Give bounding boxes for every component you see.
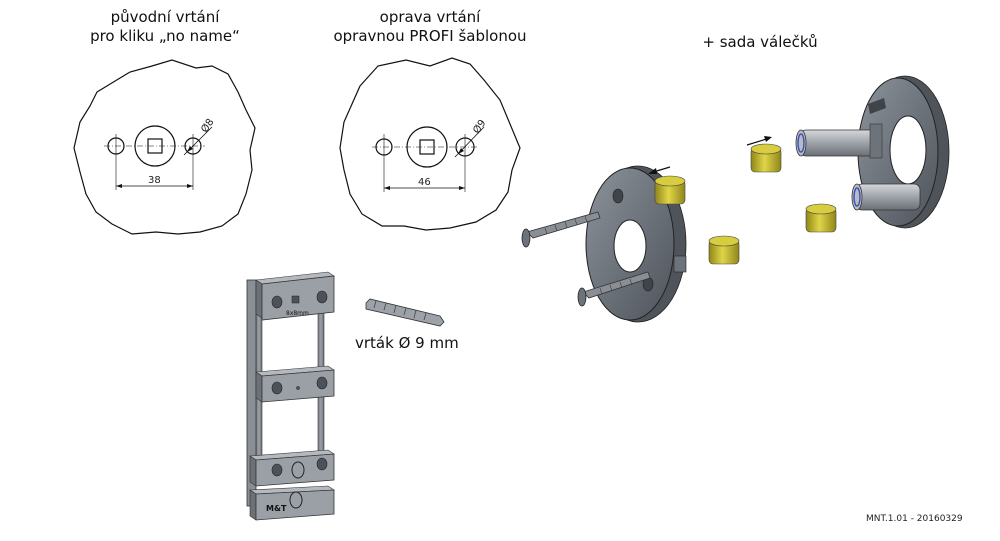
repair-drilling-caption: oprava vrtání opravnou PROFI šablonou <box>320 8 540 46</box>
drill-label: vrták Ø 9 mm <box>355 334 459 352</box>
template-brand-mark: M&T <box>266 504 287 513</box>
original-hole-dim: Ø8 <box>198 116 216 135</box>
roller-3 <box>750 143 782 173</box>
roller-2 <box>708 235 740 265</box>
pin-lower <box>851 183 921 211</box>
arrow-right <box>746 136 772 146</box>
repair-spacing-dim: 46 <box>418 177 431 188</box>
document-code: MNT.1.01 - 20160329 <box>866 514 963 524</box>
door-outline-right <box>339 57 521 231</box>
repair-hole-dim: Ø9 <box>470 117 488 136</box>
original-drilling-caption: původní vrtání pro kliku „no name“ <box>70 8 260 46</box>
pin-upper <box>795 123 883 159</box>
repair-caption-line1: oprava vrtání <box>379 8 481 26</box>
original-drilling-sketch: 38 Ø8 <box>73 59 256 235</box>
template-bottom-block: M&T <box>249 485 335 521</box>
door-outline-left <box>73 59 256 235</box>
drill-bit <box>365 298 445 327</box>
drilling-template: 8x8mm <box>246 271 335 521</box>
rollers-caption: + sada válečků <box>702 33 818 51</box>
roller-1 <box>654 175 686 205</box>
roller-4 <box>805 203 837 233</box>
repair-caption-line2: opravnou PROFI šablonou <box>333 27 527 45</box>
arrow-left <box>648 166 671 174</box>
original-caption-line1: původní vrtání <box>110 8 220 26</box>
original-spacing-dim: 38 <box>148 175 161 186</box>
original-caption-line2: pro kliku „no name“ <box>90 27 240 45</box>
screw-upper <box>521 211 601 248</box>
repair-drilling-sketch: 46 Ø9 <box>339 57 521 231</box>
template-lower-block <box>249 449 335 487</box>
screw-lower <box>577 271 651 307</box>
template-size-mark: 8x8mm <box>286 310 309 317</box>
template-middle-block <box>255 365 335 403</box>
template-top-block: 8x8mm <box>255 271 335 321</box>
